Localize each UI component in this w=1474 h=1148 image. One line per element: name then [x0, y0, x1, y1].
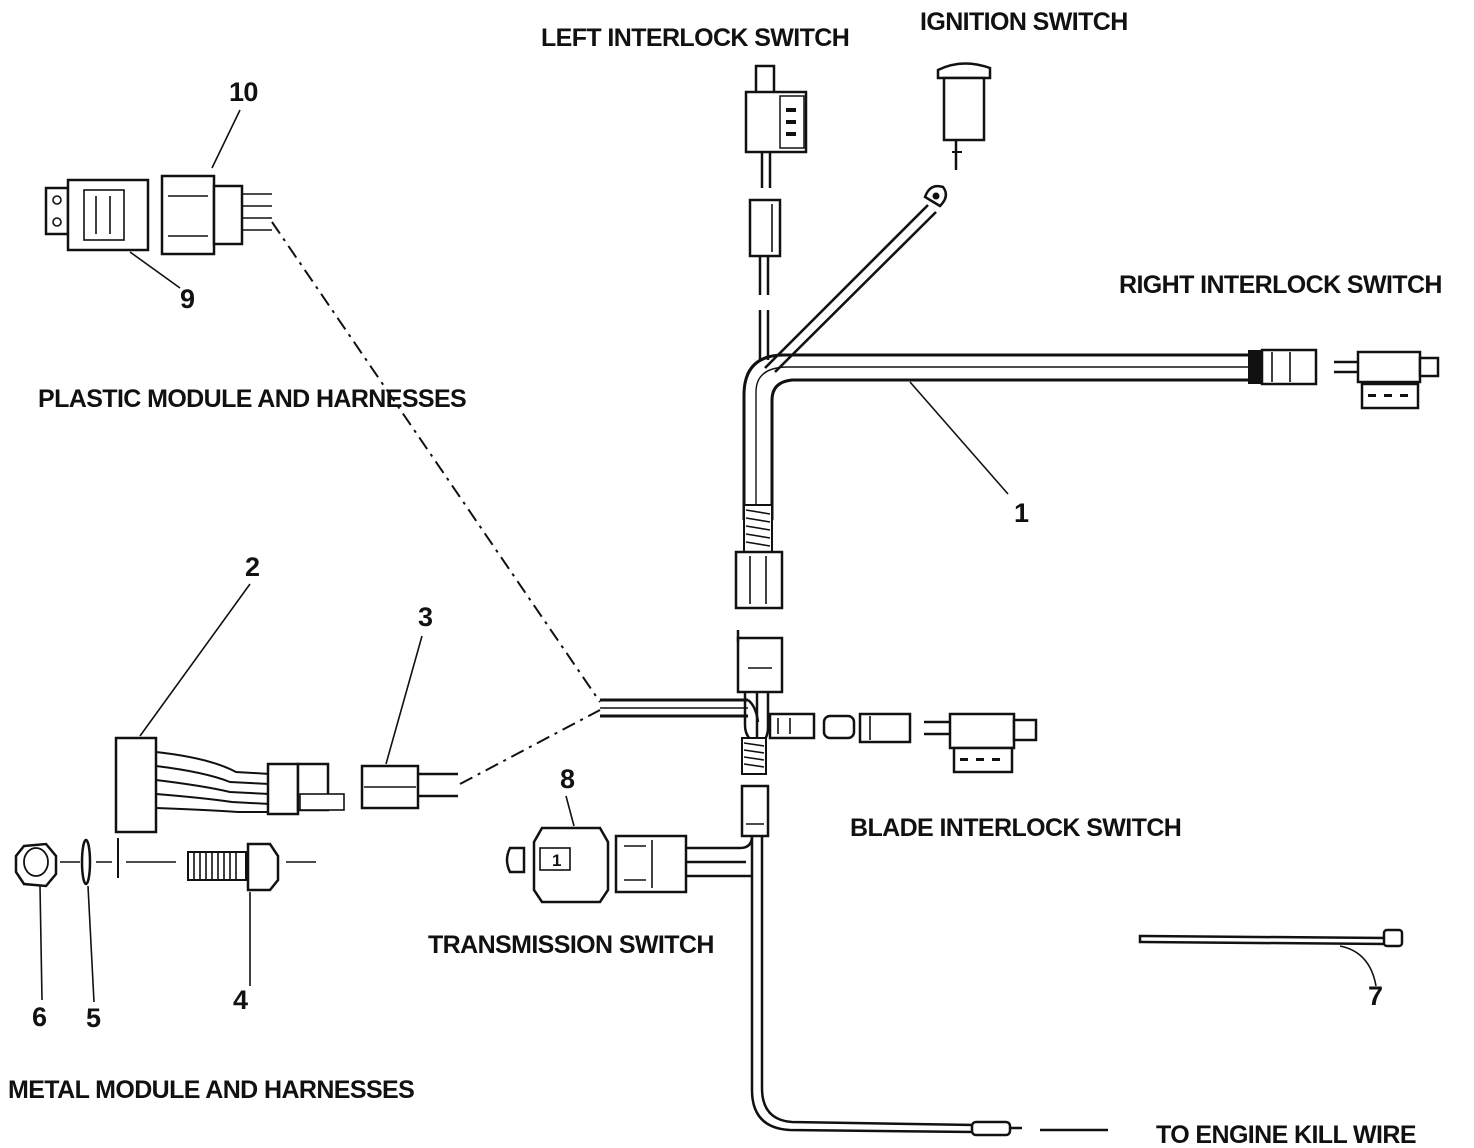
metal-module-label: METAL MODULE AND HARNESSES — [8, 1076, 414, 1104]
cable-tie — [1138, 928, 1404, 948]
ring-terminal — [923, 184, 948, 208]
transmission-switch: 1 — [505, 826, 754, 904]
harness-wrap — [743, 504, 773, 554]
callout-4: 4 — [233, 985, 248, 1015]
right-interlock-switch-label: RIGHT INTERLOCK SWITCH — [1119, 271, 1442, 299]
left-interlock-connector — [748, 198, 782, 295]
callout-2: 2 — [245, 552, 259, 582]
plastic-harness-connector — [160, 174, 272, 256]
lower-harness-wrap — [741, 737, 767, 775]
right-interlock-connector — [1248, 348, 1360, 386]
bolt — [187, 842, 280, 892]
trunk-connector-lower — [736, 630, 784, 694]
leader-lines — [39, 109, 1377, 1003]
metal-to-harness-dashline — [459, 709, 601, 785]
kill-wire-terminal — [970, 1120, 1022, 1137]
plastic-module-label: PLASTIC MODULE AND HARNESSES — [38, 385, 466, 413]
callout-7: 7 — [1368, 981, 1382, 1011]
blade-interlock-connector — [822, 712, 950, 744]
ignition-switch — [936, 62, 992, 170]
callout-6: 6 — [32, 1002, 47, 1032]
callout-3: 3 — [418, 602, 433, 632]
transmission-switch-label: TRANSMISSION SWITCH — [428, 931, 714, 959]
main-harness — [600, 184, 1252, 1137]
metal-module — [114, 736, 271, 834]
callout-1: 1 — [1014, 498, 1029, 528]
left-interlock-switch — [744, 64, 808, 188]
ignition-switch-label: IGNITION SWITCH — [920, 8, 1128, 36]
right-interlock-switch — [1356, 350, 1440, 410]
callout-9: 9 — [180, 284, 195, 314]
callout-8: 8 — [560, 764, 575, 794]
plastic-module — [44, 178, 150, 252]
callout-5: 5 — [86, 1003, 101, 1033]
blade-interlock-switch — [948, 712, 1038, 774]
metal-harness-connector — [266, 762, 345, 816]
blade-interlock-switch-label: BLADE INTERLOCK SWITCH — [850, 814, 1181, 842]
mating-connector — [360, 764, 458, 810]
left-interlock-switch-label: LEFT INTERLOCK SWITCH — [541, 24, 849, 52]
nut — [14, 842, 58, 888]
plastic-to-harness-dashline — [271, 221, 601, 703]
trunk-connector-upper — [734, 550, 784, 610]
washer — [80, 838, 92, 886]
callout-10: 10 — [229, 77, 258, 107]
transmission-switch-mark: 1 — [552, 851, 561, 870]
engine-kill-wire-label: TO ENGINE KILL WIRE — [1156, 1121, 1416, 1148]
